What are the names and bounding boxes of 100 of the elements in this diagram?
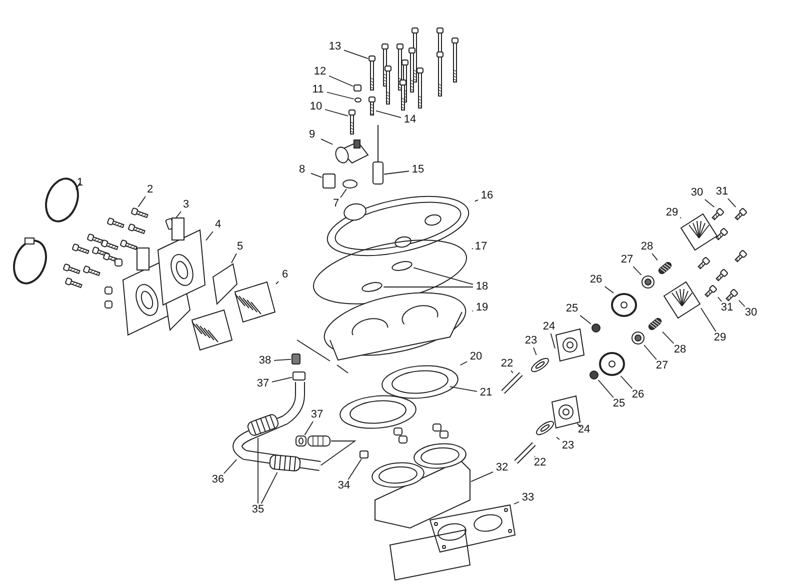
plug — [292, 354, 300, 364]
screw-drawing — [726, 288, 738, 302]
callout-number: 36 — [210, 474, 226, 486]
leader-line — [340, 188, 347, 198]
fitting-drawing — [501, 372, 523, 394]
callout-number: 9 — [308, 128, 316, 142]
callout-number: 20 — [468, 350, 484, 364]
callout-number: 26 — [588, 274, 604, 286]
fitting-drawing — [514, 442, 536, 464]
leader-line — [175, 211, 182, 219]
leader-line — [206, 231, 214, 241]
o-ring — [362, 282, 382, 292]
leader-line — [324, 109, 348, 116]
leader-line — [738, 300, 746, 307]
sender-drawing — [372, 124, 384, 184]
callout-number: 30 — [744, 306, 758, 320]
callout-number: 26 — [630, 388, 646, 402]
callout-number: 24 — [542, 320, 556, 334]
leader-line — [376, 110, 402, 118]
leader-line — [449, 386, 478, 392]
callout-number: 34 — [336, 480, 352, 492]
leader-line — [680, 217, 682, 219]
callout-number: 2 — [146, 184, 154, 196]
callout-number: 24 — [576, 424, 592, 436]
washer — [354, 98, 362, 102]
leader-line — [533, 347, 537, 356]
callout-number: 7 — [332, 198, 340, 210]
leader-line — [662, 331, 674, 344]
callout-number: 28 — [672, 344, 688, 356]
o-ring — [342, 180, 358, 188]
leader-line — [576, 423, 582, 428]
callout-number: 29 — [712, 332, 728, 344]
callout-number: 13 — [328, 40, 342, 54]
leader-line — [348, 458, 362, 480]
pump-cover-drawing — [680, 213, 718, 251]
base-gasket-drawing — [429, 504, 516, 553]
screw-drawing — [704, 284, 718, 298]
leader-line — [274, 358, 292, 361]
leader-line — [474, 200, 478, 202]
valve-drawing — [632, 332, 644, 344]
leader-line — [326, 92, 354, 100]
diaphragm-drawing — [611, 293, 637, 317]
leader-line — [75, 182, 80, 190]
callout-number: 35 — [250, 504, 266, 516]
leader-line — [580, 315, 592, 324]
callout-number: 28 — [640, 240, 654, 254]
bolt-drawing — [368, 56, 376, 90]
callout-number: 17 — [474, 240, 488, 254]
leader-line — [320, 138, 334, 145]
callout-number: 25 — [564, 302, 580, 316]
callout-number: 30 — [690, 186, 704, 200]
fitting — [292, 372, 306, 380]
pump-cover-drawing — [555, 328, 585, 362]
callout-number: 16 — [480, 190, 494, 202]
gasket-drawing — [531, 358, 549, 372]
bolt-drawing — [368, 96, 376, 116]
leader-line — [620, 376, 633, 389]
o-ring — [392, 370, 448, 394]
callout-number: 25 — [612, 398, 626, 410]
leader-line — [138, 196, 146, 208]
leader-line — [510, 370, 514, 374]
callout-number: 15 — [410, 164, 426, 176]
bolt-drawing — [130, 207, 148, 218]
leader-line — [260, 472, 278, 504]
leader-line — [310, 172, 322, 178]
screw-drawing — [712, 208, 724, 220]
leader-line — [700, 308, 716, 332]
leader-line — [344, 50, 368, 60]
cylinder-block-drawing — [372, 443, 470, 529]
callout-number: 37 — [256, 378, 270, 390]
leader-line — [470, 472, 494, 482]
elbow-fitting-drawing — [335, 140, 369, 164]
callout-number: 4 — [214, 218, 222, 232]
leader-line — [276, 281, 279, 284]
head-gasket — [382, 365, 458, 399]
callout-number: 29 — [664, 206, 680, 220]
callout-number: 33 — [520, 492, 536, 504]
callout-number: 27 — [654, 360, 670, 372]
callout-number: 27 — [620, 254, 634, 266]
leader-line — [230, 253, 237, 264]
reed-housing-drawing — [157, 218, 206, 306]
screw-drawing — [734, 208, 748, 220]
leader-line — [632, 266, 642, 276]
callout-number: 10 — [308, 100, 324, 114]
leader-line — [644, 344, 657, 360]
leader-line — [514, 501, 520, 504]
sensor — [322, 174, 336, 188]
bolt-drawing — [348, 110, 356, 134]
leader-line — [304, 421, 314, 436]
o-ring — [392, 261, 412, 271]
leader-line — [704, 199, 715, 208]
callout-number: 38 — [258, 354, 272, 368]
hose-clamp — [45, 178, 79, 222]
callout-number: 18 — [474, 280, 490, 294]
leader-line — [727, 198, 736, 208]
callout-number: 6 — [280, 268, 290, 282]
washer — [592, 324, 600, 332]
callout-number: 23 — [560, 440, 576, 452]
callout-number: 31 — [720, 302, 734, 314]
callout-number: 31 — [714, 186, 730, 198]
